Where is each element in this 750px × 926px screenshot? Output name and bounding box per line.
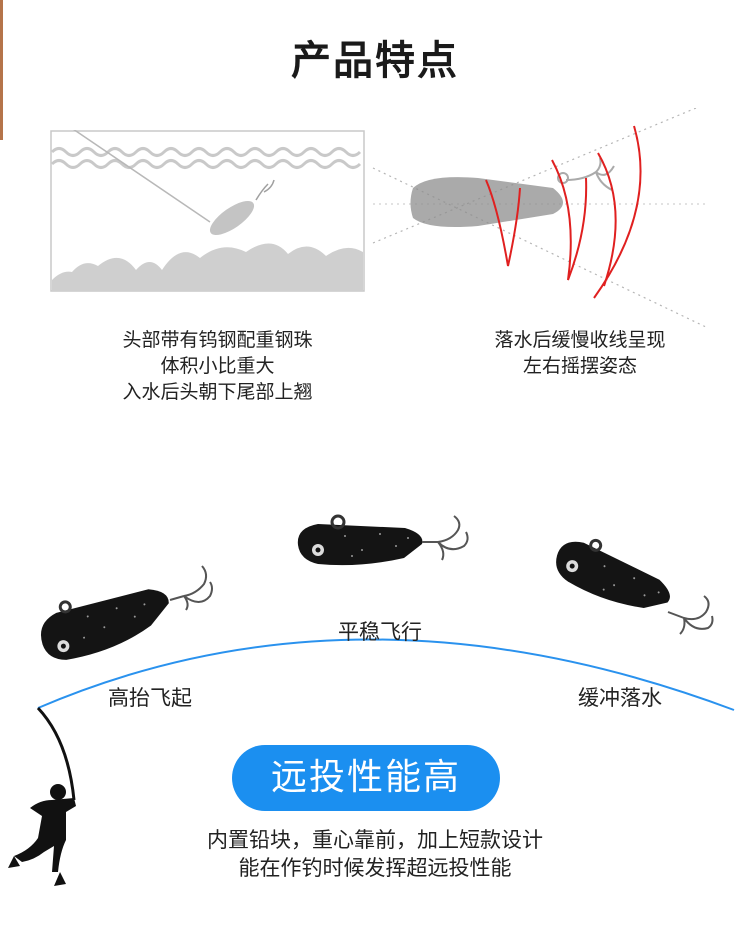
ghost-lure-icon [410,157,615,227]
sinking-illustration [50,130,365,292]
highlight-badge: 远投性能高 [232,745,500,811]
sinking-caption-line: 入水后头朝下尾部上翘 [122,381,313,403]
swing-illustration [372,108,708,329]
description-line: 能在作钓时候发挥超远投性能 [238,856,512,880]
sinking-caption-line: 体积小比重大 [160,355,275,377]
sinking-lure-icon [209,200,255,236]
page-title: 产品特点 [291,38,459,84]
stage-landing-label: 缓冲落水 [578,686,662,710]
swing-caption-line: 落水后缓慢收线呈现 [494,329,666,351]
lure-stable-icon [297,514,423,566]
stage-takeoff-label: 高抬飞起 [108,686,192,710]
swing-caption: 落水后缓慢收线呈现 左右摇摆姿态 [440,327,720,379]
description-line: 内置铅块，重心靠前，加上短款设计 [207,828,543,852]
sinking-caption: 头部带有钨钢配重钢珠 体积小比重大 入水后头朝下尾部上翘 [60,327,375,405]
stage-stable-label: 平稳飞行 [338,620,422,644]
lure-takeoff-icon [40,589,169,660]
sinking-caption-line: 头部带有钨钢配重钢珠 [122,329,313,351]
fisherman-icon [8,706,76,886]
cast-description: 内置铅块，重心靠前，加上短款设计 能在作钓时候发挥超远投性能 [0,826,750,882]
edge-strip [0,0,3,140]
lure-landing-icon [556,538,670,608]
trajectory-arc [37,638,735,711]
flight-scene [8,514,735,886]
swing-caption-line: 左右摇摆姿态 [522,355,637,377]
